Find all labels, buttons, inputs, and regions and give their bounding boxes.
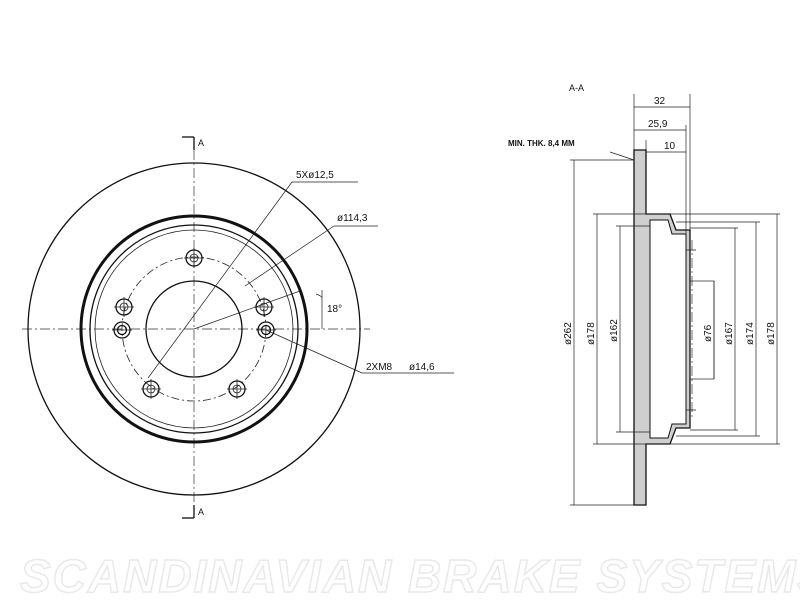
bolt-hole: [184, 248, 204, 268]
pcd-label: ø114,3: [337, 213, 368, 224]
dim-diameter-76: ø76: [703, 281, 715, 379]
diameter-178-left-label: ø178: [586, 322, 597, 345]
front-view: A A: [22, 136, 454, 519]
dim-diameter-162: ø162: [609, 225, 650, 433]
hat-inner-circle: [94, 229, 294, 429]
threaded-holes: [112, 321, 276, 339]
outer-diameter-label: ø262: [563, 322, 574, 345]
dim-min-thickness: MIN. THK. 8,4 MM: [508, 139, 635, 161]
leader-threaded-holes: 2XM8 ø14,6: [265, 329, 454, 374]
angle-label: 18°: [327, 304, 342, 315]
disc-outer-circle: [27, 162, 361, 496]
bolt-holes-label: 5Xø12,5: [296, 170, 334, 181]
section-marker-bottom-label: A: [198, 507, 204, 517]
hat-height-label: 25,9: [648, 119, 668, 130]
bolt-hole: [141, 379, 161, 399]
disc-thickness-label: 10: [664, 141, 676, 152]
center-bore-circle: [145, 280, 243, 378]
total-height-label: 32: [654, 96, 666, 107]
watermark-text: SCANDINAVIAN BRAKE SYSTEMS: [20, 550, 800, 600]
dim-diameter-178-left: ø178: [586, 213, 646, 445]
section-marker-top: A: [182, 136, 204, 150]
bolt-hole: [254, 297, 274, 317]
threaded-hole: [112, 321, 132, 339]
diameter-178-right-label: ø178: [766, 322, 777, 345]
dim-total-height: 32: [633, 94, 691, 230]
section-view: A-A 32 25,9 10 MIN. THK. 8,4 MM: [508, 83, 780, 506]
dim-diameter-178-right: ø178: [646, 213, 780, 445]
min-thickness-label: MIN. THK. 8,4 MM: [508, 139, 575, 148]
dim-diameter-167: ø167: [690, 227, 738, 431]
section-marker-top-label: A: [198, 138, 204, 148]
leader-pcd: ø114,3: [244, 213, 378, 287]
bolt-hole: [227, 379, 247, 399]
bolt-hole: [114, 297, 134, 317]
diameter-76-label: ø76: [703, 324, 714, 342]
dim-diameter-174: ø174: [676, 221, 760, 437]
dim-outer-diameter: ø262: [563, 159, 634, 506]
angle-dimension: 18°: [193, 290, 342, 330]
hat-inner-void: [649, 219, 687, 439]
diameter-162-label: ø162: [609, 319, 620, 342]
hat-outer-circle: [89, 224, 299, 434]
dim-disc-thickness: 10: [645, 140, 686, 153]
diameter-174-label: ø174: [745, 322, 756, 345]
dim-hat-height: 25,9: [634, 119, 687, 234]
diameter-167-label: ø167: [724, 322, 735, 345]
leader-bolt-holes: 5Xø12,5: [147, 170, 358, 379]
friction-ring-inner-edge: [79, 214, 309, 444]
threaded-holes-label: 2XM8: [366, 362, 393, 373]
section-title: A-A: [569, 83, 584, 93]
threaded-dia-label: ø14,6: [409, 362, 435, 373]
section-marker-bottom: A: [182, 505, 204, 519]
